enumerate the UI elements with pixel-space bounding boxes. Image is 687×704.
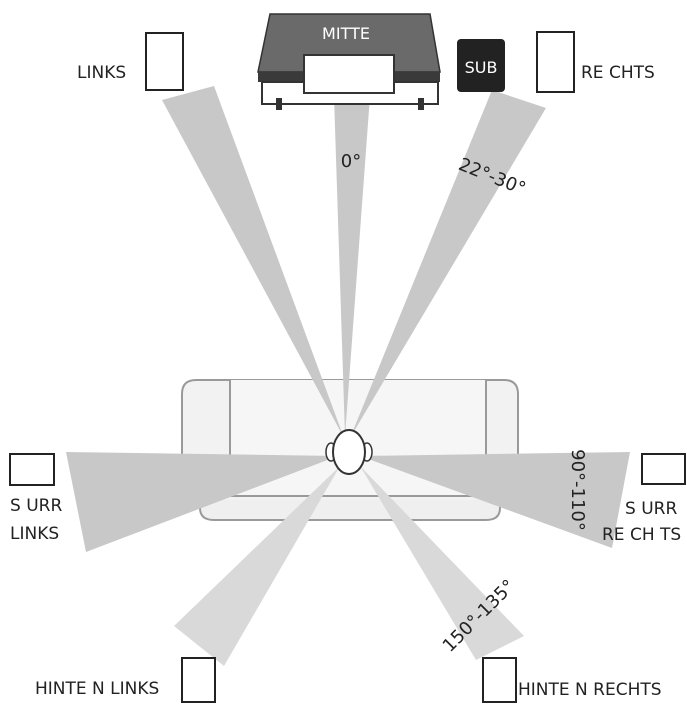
speaker-back-right [482,657,517,703]
angle-center: 0° [341,151,361,172]
speaker-back-left [181,657,216,703]
label-surround-right-line2: RE CH TS [602,525,681,545]
label-surround-left-line1: S URR [10,496,62,516]
speaker-surround-left [9,453,55,486]
beam-front-right [350,90,546,438]
beam-center [334,96,370,436]
sound-beams [66,86,630,666]
listener-face [332,429,366,475]
listener-head [325,429,373,475]
speaker-front-left [145,32,184,91]
label-sub: SUB [465,58,498,77]
label-front-left: LINKS [77,63,126,83]
subwoofer-box [457,39,505,92]
subwoofer: SUB [457,39,505,92]
beam-back-right [360,466,524,660]
label-surround-right-line1: S URR [625,499,677,519]
tv-leg-left [276,98,282,110]
beam-front-left [162,86,344,438]
sofa-front [199,500,501,521]
label-front-right: RE CHTS [581,63,655,83]
label-back-left: HINTE N LINKS [35,679,159,699]
label-back-right: HINTE N RECHTS [518,680,662,700]
angle-surround: 90°-110° [567,449,588,531]
tv-leg-right [418,98,424,110]
beam-back-left [174,466,340,666]
center-tv: MITTE [257,13,441,110]
center-speaker [303,54,395,94]
speaker-surround-right [641,453,686,485]
beam-surround-left [66,452,338,552]
speaker-front-right [536,31,575,93]
label-surround-left-line2: LINKS [10,524,59,544]
beam-surround-right [360,452,630,548]
label-center: MITTE [322,24,370,43]
